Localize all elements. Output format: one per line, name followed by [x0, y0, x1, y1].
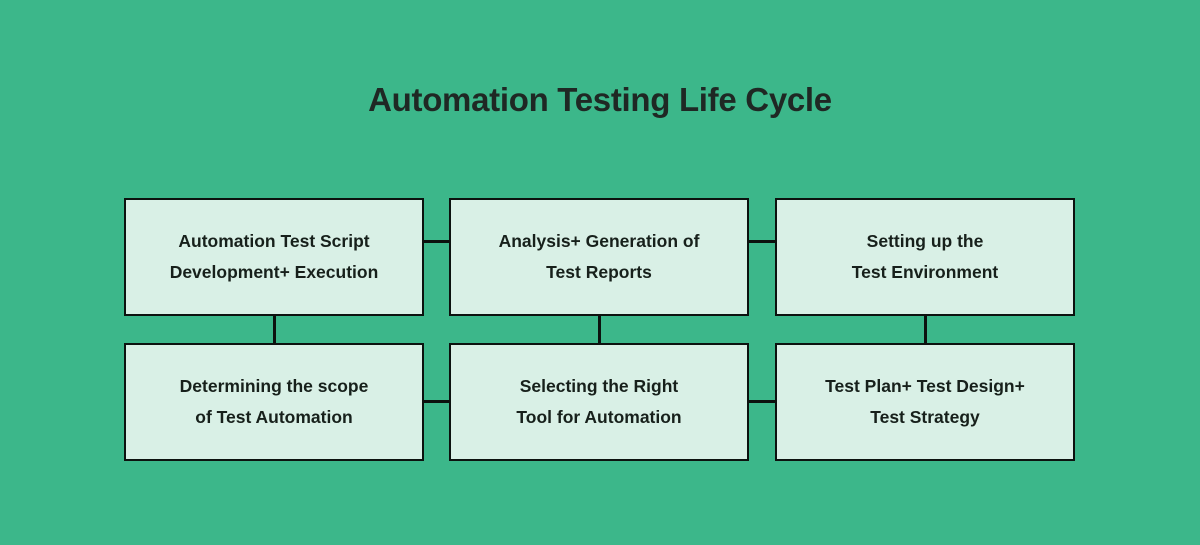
node-text-line: Setting up the [866, 231, 984, 251]
connector-vertical-node2-node5 [598, 316, 601, 343]
node-selecting-the-right-tool-for-automation: Selecting the Right Tool for Automation [449, 343, 749, 461]
connector-vertical-node3-node6 [924, 316, 927, 343]
node-text-line: Test Reports [546, 262, 652, 282]
node-text-line: Test Environment [851, 262, 999, 282]
node-text-line: Development+ Execution [169, 262, 379, 282]
node-text-line: Analysis+ Generation of [498, 231, 700, 251]
node-text-line: Automation Test Script [178, 231, 370, 251]
connector-horizontal-node2-node3 [749, 240, 775, 243]
node-analysis-generation-of-test-reports: Analysis+ Generation of Test Reports [449, 198, 749, 316]
node-test-plan-test-design-test-strategy: Test Plan+ Test Design+ Test Strategy [775, 343, 1075, 461]
node-determining-the-scope-of-test-automation: Determining the scope of Test Automation [124, 343, 424, 461]
node-setting-up-the-test-environment: Setting up the Test Environment [775, 198, 1075, 316]
connector-vertical-node1-node4 [273, 316, 276, 343]
node-text-line: Test Strategy [870, 407, 980, 427]
node-automation-test-script-development-execution: Automation Test Script Development+ Exec… [124, 198, 424, 316]
node-text-line: Tool for Automation [516, 407, 682, 427]
node-text-line: Test Plan+ Test Design+ [825, 376, 1025, 396]
connector-horizontal-node5-node6 [749, 400, 775, 403]
connector-horizontal-node1-node2 [424, 240, 449, 243]
node-text-line: of Test Automation [195, 407, 353, 427]
node-text-line: Selecting the Right [519, 376, 679, 396]
connector-horizontal-node4-node5 [424, 400, 449, 403]
diagram-title: Automation Testing Life Cycle [368, 81, 832, 118]
node-text-line: Determining the scope [179, 376, 369, 396]
